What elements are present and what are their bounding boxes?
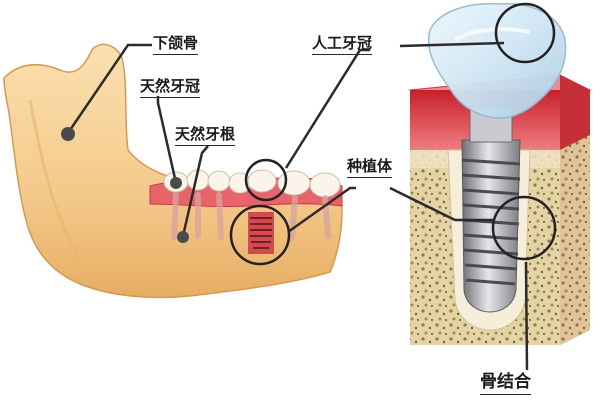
crown-callout-circle	[244, 158, 288, 202]
artificial-crown	[427, 2, 567, 119]
implant-callout-circle	[229, 204, 291, 266]
label-natural-crown: 天然牙冠	[140, 77, 201, 98]
jaw-implant	[248, 212, 274, 254]
anchor-dots	[61, 127, 189, 243]
label-implant: 种植体	[347, 157, 393, 178]
osseointegration-circle	[491, 195, 557, 261]
leader-lines	[66, 41, 529, 371]
label-artificial-crown: 人工牙冠	[312, 34, 373, 55]
label-natural-root: 天然牙根	[175, 125, 236, 146]
label-osseointegration: 骨结合	[480, 372, 531, 395]
label-mandible: 下颌骨	[153, 34, 199, 55]
implant-screw	[461, 107, 521, 313]
crown-section-circle	[494, 2, 556, 64]
